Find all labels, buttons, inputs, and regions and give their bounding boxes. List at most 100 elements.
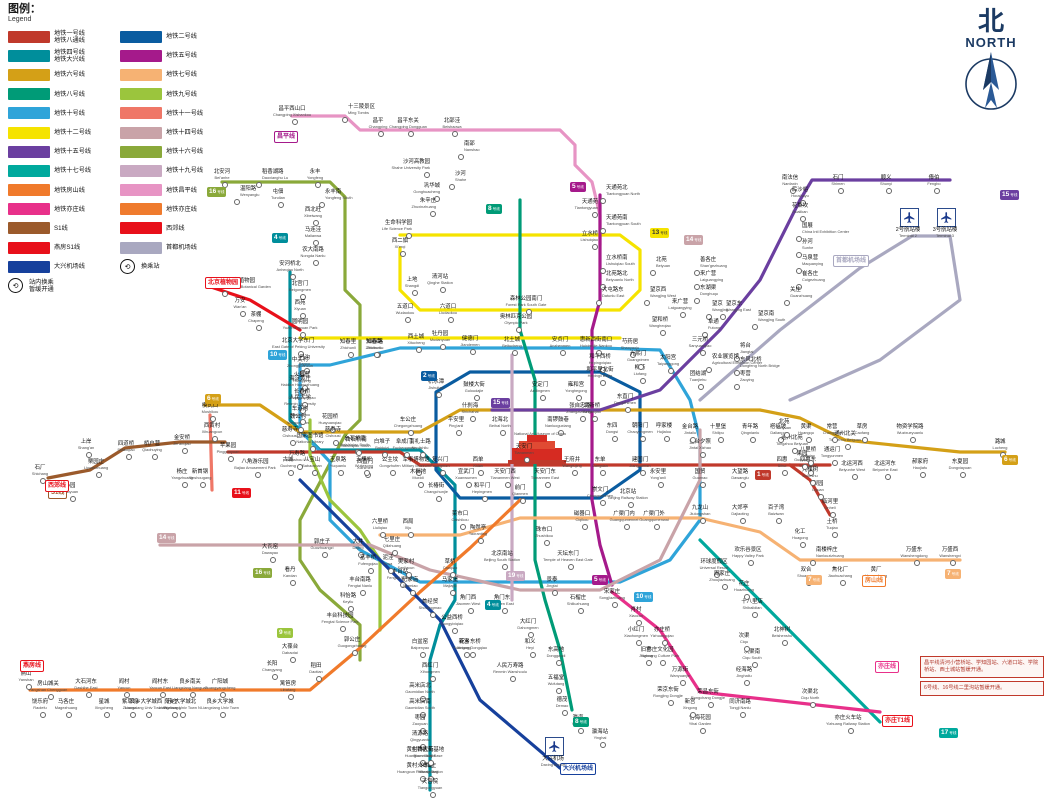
station-dot[interactable] [658,482,664,488]
station-dot[interactable] [654,524,660,530]
station-dot[interactable] [592,416,598,422]
station-dot[interactable] [638,364,644,370]
station-dot[interactable] [544,540,550,546]
station-dot[interactable] [796,252,802,258]
station-dot[interactable] [388,568,394,574]
station-dot[interactable] [290,580,296,586]
line-name-badge[interactable]: 亦庄线 [875,661,900,673]
station-dot[interactable] [48,694,54,700]
station-dot[interactable] [70,496,76,502]
station-dot[interactable] [456,430,462,436]
station-dot[interactable] [222,291,228,297]
station-dot[interactable] [568,564,574,570]
station-dot[interactable] [412,290,418,296]
station-dot[interactable] [796,284,802,290]
station-dot[interactable] [434,196,440,202]
station-dot[interactable] [592,244,598,250]
station-dot[interactable] [333,440,339,446]
station-dot[interactable] [720,314,726,320]
line-name-badge[interactable]: 北京植物园 [205,277,242,289]
station-dot[interactable] [832,532,838,538]
station-dot[interactable] [702,332,708,338]
station-dot[interactable] [440,287,446,293]
station-dot[interactable] [500,430,506,436]
station-dot[interactable] [390,470,396,476]
station-dot[interactable] [416,470,422,476]
station-dot[interactable] [300,419,306,425]
station-dot[interactable] [104,712,110,718]
station-dot[interactable] [424,172,430,178]
station-dot[interactable] [796,236,802,242]
station-dot[interactable] [572,470,578,476]
station-dot[interactable] [706,367,712,373]
station-dot[interactable] [852,474,858,480]
station-dot[interactable] [290,657,296,663]
station-dot[interactable] [790,188,796,194]
station-dot[interactable] [782,470,788,476]
station-dot[interactable] [624,524,630,530]
station-dot[interactable] [356,450,362,456]
station-dot[interactable] [468,608,474,614]
station-dot[interactable] [578,728,584,734]
station-dot[interactable] [690,712,696,718]
station-dot[interactable] [740,712,746,718]
station-dot[interactable] [470,652,476,658]
station-dot[interactable] [86,452,92,458]
station-dot[interactable] [800,542,806,548]
station-dot[interactable] [718,437,724,443]
station-dot[interactable] [474,395,480,401]
station-dot[interactable] [516,327,522,333]
station-dot[interactable] [420,712,426,718]
station-dot[interactable] [734,370,740,376]
